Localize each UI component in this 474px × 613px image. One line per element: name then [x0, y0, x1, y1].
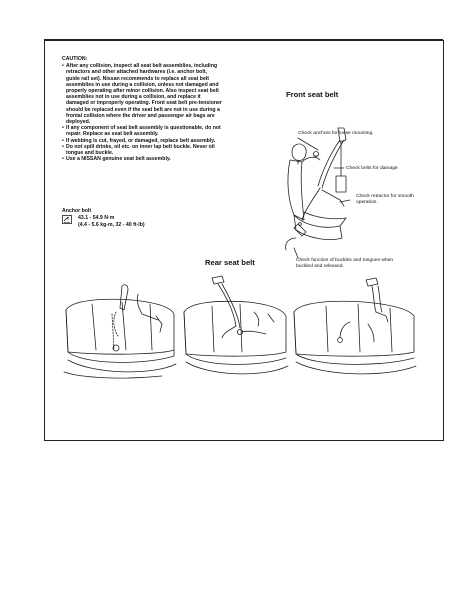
rear-seat-belt-heading: Rear seat belt [205, 258, 255, 267]
callout-check-belts: Check belts for damage. [346, 166, 400, 171]
torque-kgm-ftlb: (4.4 - 5.6 kg-m, 32 - 40 ft-lb) [78, 221, 145, 228]
rear-seat-illustration-1 [63, 284, 177, 379]
caution-item: If webbing is cut, frayed, or damaged, r… [62, 138, 222, 144]
rear-seat-illustration-3 [293, 277, 417, 375]
caution-item: Do not spill drinks, oil etc. on inner l… [62, 144, 222, 156]
callout-check-buckles: Check function of buckles and tongues wh… [296, 258, 394, 269]
anchor-bolt-title: Anchor bolt [62, 208, 92, 214]
content-frame [44, 40, 444, 441]
front-callout-leaders [293, 137, 351, 259]
caution-item: After any collision, inspect all seat be… [62, 63, 222, 125]
torque-row: 43.1 - 54.9 N·m (4.4 - 5.6 kg-m, 32 - 40… [62, 215, 145, 228]
torque-nm: 43.1 - 54.9 N·m [78, 215, 115, 222]
page-top-rule [44, 39, 443, 41]
front-seat-illustration [285, 127, 347, 251]
caution-block: CAUTION: After any collision, inspect al… [62, 56, 222, 163]
torque-wrench-icon [62, 215, 72, 225]
caution-list: After any collision, inspect all seat be… [62, 63, 222, 162]
caution-item: If any component of seat belt assembly i… [62, 125, 222, 137]
front-seat-belt-heading: Front seat belt [286, 90, 339, 99]
caution-title: CAUTION: [62, 56, 88, 62]
callout-check-retractor: Check retractor for smooth operation. [356, 194, 414, 205]
rear-seat-illustration-2 [183, 275, 289, 375]
callout-check-anchors: Check anchors for loose mounting. [298, 131, 374, 136]
caution-item: Use a NISSAN genuine seat belt assembly. [62, 156, 222, 162]
anchor-bolt-spec: Anchor bolt 43.1 - 54.9 N·m (4.4 - 5.6 k… [62, 208, 145, 228]
torque-values: 43.1 - 54.9 N·m (4.4 - 5.6 kg-m, 32 - 40… [78, 215, 145, 228]
